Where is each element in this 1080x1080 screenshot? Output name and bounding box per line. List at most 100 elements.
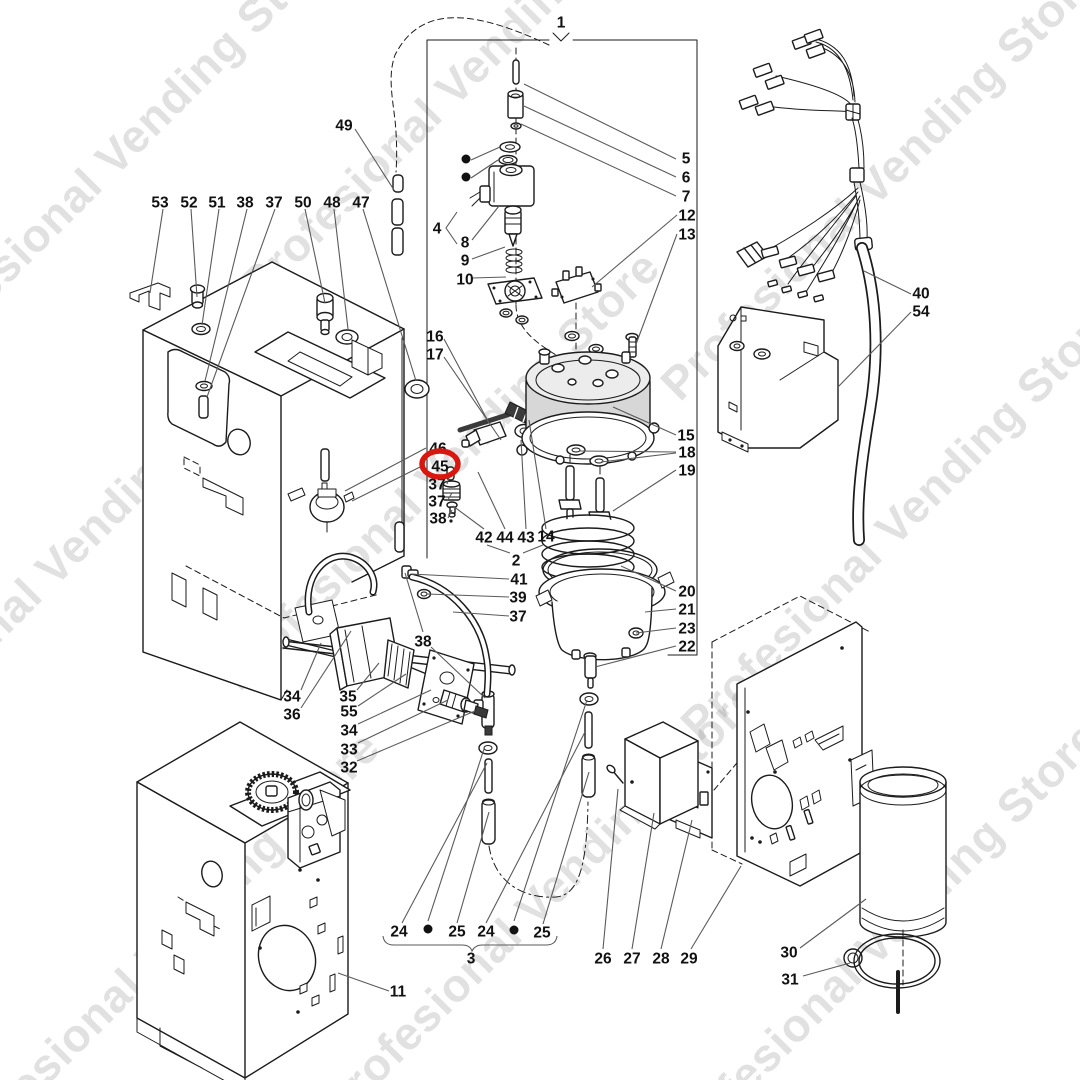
leader-line	[522, 544, 544, 554]
leader-line	[523, 83, 677, 160]
bullet-dot	[423, 924, 433, 934]
leader-line	[520, 123, 677, 197]
callout-51: 51	[208, 195, 226, 212]
leader-line	[201, 208, 220, 326]
callout-53: 53	[151, 195, 169, 212]
tube-set-49	[391, 174, 404, 256]
leader-line	[485, 731, 586, 924]
leader-line	[486, 544, 511, 554]
callout-33: 33	[340, 742, 358, 759]
leader-line	[443, 338, 490, 424]
callout-37: 37	[509, 609, 526, 626]
leader-line	[477, 471, 506, 530]
leader-line	[542, 771, 590, 925]
callout-24: 24	[390, 924, 408, 941]
leader-line	[357, 673, 407, 707]
callout-3: 3	[467, 951, 476, 968]
leader-line	[594, 645, 677, 668]
callout-10: 10	[456, 272, 473, 289]
leader-line	[631, 812, 655, 950]
mounting-bracket-54	[717, 306, 839, 453]
leader-line	[357, 699, 449, 744]
callout-32: 32	[340, 760, 357, 777]
leader-line	[344, 447, 427, 492]
leader-line	[404, 572, 424, 633]
microswitch-and-screw	[551, 266, 639, 361]
callout-2: 2	[512, 553, 521, 570]
callout-38: 38	[414, 634, 432, 651]
leader-line	[612, 469, 677, 512]
leader-line	[644, 608, 677, 613]
callout-9: 9	[461, 253, 470, 270]
leader-line	[190, 208, 198, 298]
callout-50: 50	[294, 195, 311, 212]
callout-38: 38	[236, 195, 254, 212]
callout-16: 16	[426, 329, 444, 346]
highlight-circle	[419, 448, 461, 480]
leader-line	[523, 105, 677, 178]
callout-49: 49	[335, 118, 353, 135]
callout-34: 34	[340, 723, 358, 740]
callout-13: 13	[678, 227, 696, 244]
callout-25: 25	[533, 925, 551, 942]
pump-assembly	[282, 552, 492, 725]
leader-line	[602, 788, 619, 950]
leader-line	[470, 159, 499, 179]
callout-22: 22	[678, 639, 695, 656]
leader-line	[304, 208, 326, 304]
leader-line	[204, 208, 248, 382]
leader-line	[401, 762, 488, 924]
leader-line	[520, 439, 527, 530]
callout-38: 38	[429, 511, 447, 528]
callout-29: 29	[680, 951, 698, 968]
callout-28: 28	[652, 951, 670, 968]
bullet-dot	[461, 154, 471, 164]
main-frame-cabinet	[129, 261, 516, 701]
callout-15: 15	[677, 428, 695, 445]
callout-27: 27	[623, 951, 640, 968]
leader-line	[600, 452, 677, 463]
bullet-dot	[461, 172, 471, 182]
callout-47: 47	[352, 195, 369, 212]
callout-14: 14	[537, 529, 555, 546]
leader-line	[528, 419, 547, 530]
callout-37: 37	[428, 494, 445, 511]
bullet-dot	[509, 925, 519, 935]
callout-4: 4	[433, 221, 442, 238]
callout-41: 41	[510, 572, 528, 589]
group-brace-3	[382, 935, 558, 953]
callout-23: 23	[678, 621, 696, 638]
callout-5: 5	[682, 151, 691, 168]
leader-line	[579, 450, 677, 453]
leader-line	[354, 128, 395, 191]
callout-35: 35	[339, 689, 357, 706]
callout-42: 42	[475, 530, 492, 547]
leader-line	[356, 710, 476, 762]
callout-36: 36	[283, 707, 301, 724]
leader-line	[206, 208, 276, 398]
leader-line	[337, 972, 390, 992]
leader-line	[452, 505, 485, 530]
leader-line	[837, 311, 912, 388]
callout-34: 34	[283, 689, 301, 706]
solenoid-valve-assembly	[469, 47, 557, 356]
leader-line	[300, 630, 352, 709]
callout-17: 17	[426, 347, 443, 364]
transformer-assembly	[606, 721, 754, 839]
leader-line	[660, 819, 693, 950]
wiring-harness	[736, 28, 882, 546]
callout-52: 52	[180, 195, 197, 212]
leader-line	[799, 898, 867, 949]
leader-line	[620, 565, 677, 592]
callout-45: 45	[431, 459, 449, 476]
callout-43: 43	[517, 530, 535, 547]
callout-6: 6	[682, 170, 691, 187]
callout-44: 44	[496, 530, 514, 547]
group-box-1	[390, 17, 698, 656]
canister-and-clip	[843, 749, 947, 1014]
leader-line	[802, 962, 851, 977]
leader-line	[471, 205, 500, 241]
leader-line	[149, 208, 164, 294]
callout-24: 24	[477, 924, 495, 941]
